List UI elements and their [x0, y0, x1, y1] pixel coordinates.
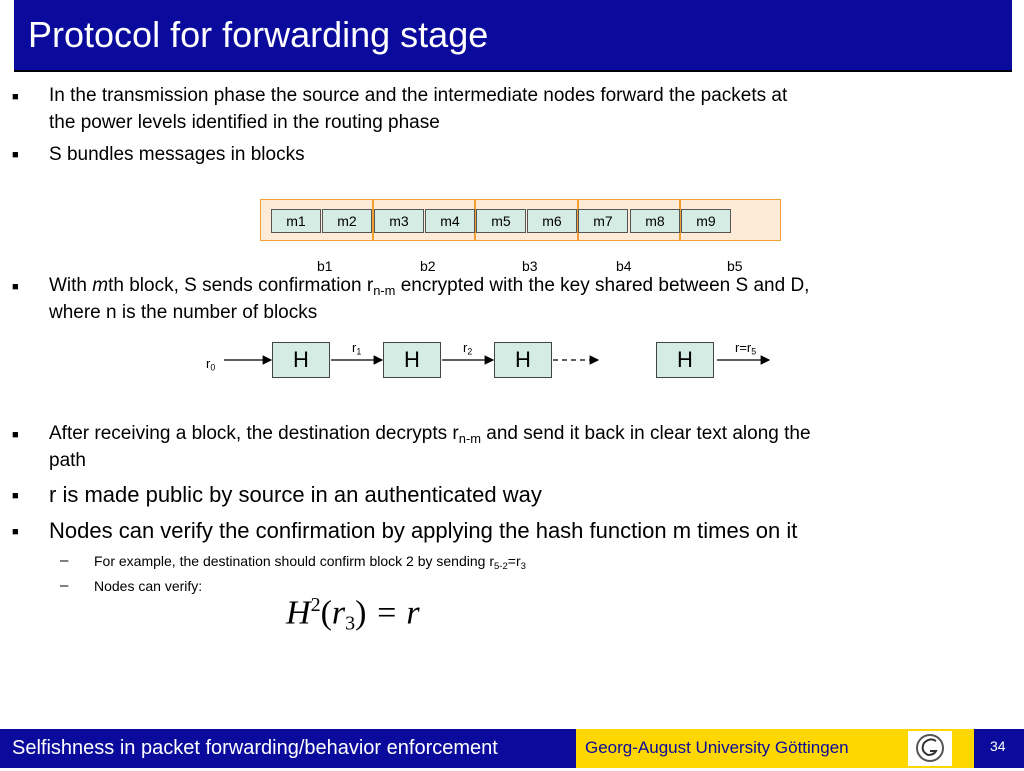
message-cell: m8	[630, 209, 680, 233]
bullet-6: Nodes can verify the confirmation by app…	[49, 518, 798, 543]
message-cell: m9	[681, 209, 731, 233]
hash-formula: H2(r3) = r	[286, 594, 420, 635]
sub-bullet-2: Nodes can verify:	[94, 578, 203, 594]
block-divider	[474, 199, 476, 241]
bullet-marker: ■	[12, 429, 19, 441]
r0-label: r0	[206, 356, 216, 373]
bullet-3-line-1: With mth block, S sends confirmation rn-…	[49, 275, 810, 298]
block-label: b5	[727, 258, 743, 274]
bullet-1-line-2: the power levels identified in the routi…	[49, 112, 440, 133]
message-cell: m3	[374, 209, 424, 233]
sub-bullet-marker: –	[60, 577, 69, 594]
block-label: b3	[522, 258, 538, 274]
bullet-marker: ■	[12, 526, 19, 538]
bullet-marker: ■	[12, 149, 19, 161]
r2-label: r2	[463, 340, 473, 357]
bullet-marker: ■	[12, 91, 19, 103]
title-bar: Protocol for forwarding stage	[14, 0, 1012, 70]
bullet-2: S bundles messages in blocks	[49, 144, 305, 165]
block-label: b1	[317, 258, 333, 274]
block-divider	[372, 199, 374, 241]
bullet-5: r is made public by source in an authent…	[49, 482, 542, 507]
message-cell: m1	[271, 209, 321, 233]
message-cell: m5	[476, 209, 526, 233]
bullet-marker: ■	[12, 281, 19, 293]
sub-bullet-1: For example, the destination should conf…	[94, 553, 526, 572]
university-logo-icon	[908, 731, 952, 766]
bullet-3-line-2: where n is the number of blocks	[49, 302, 318, 323]
r5-label: r=r5	[735, 340, 757, 357]
course-title: Selfishness in packet forwarding/behavio…	[12, 737, 498, 759]
page-title: Protocol for forwarding stage	[28, 14, 489, 55]
page-number: 34	[990, 738, 1006, 754]
message-cell: m2	[322, 209, 372, 233]
message-cell: m4	[425, 209, 475, 233]
block-divider	[679, 199, 681, 241]
bullet-4-line-1: After receiving a block, the destination…	[49, 423, 811, 446]
title-divider	[14, 70, 1012, 72]
bullet-4-line-2: path	[49, 450, 86, 471]
bullet-1-line-1: In the transmission phase the source and…	[49, 85, 788, 106]
university-box: Georg-August University Göttingen	[576, 729, 974, 768]
hash-chain-arrows	[224, 355, 771, 365]
block-label: b4	[616, 258, 632, 274]
bullet-marker: ■	[12, 490, 19, 502]
block-label: b2	[420, 258, 436, 274]
hash-box: H	[383, 342, 441, 378]
hash-box: H	[656, 342, 714, 378]
university-name: Georg-August University Göttingen	[585, 738, 849, 757]
message-cell: m6	[527, 209, 577, 233]
r1-label: r1	[352, 340, 362, 357]
hash-box: H	[272, 342, 330, 378]
message-cell: m7	[578, 209, 628, 233]
sub-bullet-marker: –	[60, 552, 69, 569]
hash-box: H	[494, 342, 552, 378]
